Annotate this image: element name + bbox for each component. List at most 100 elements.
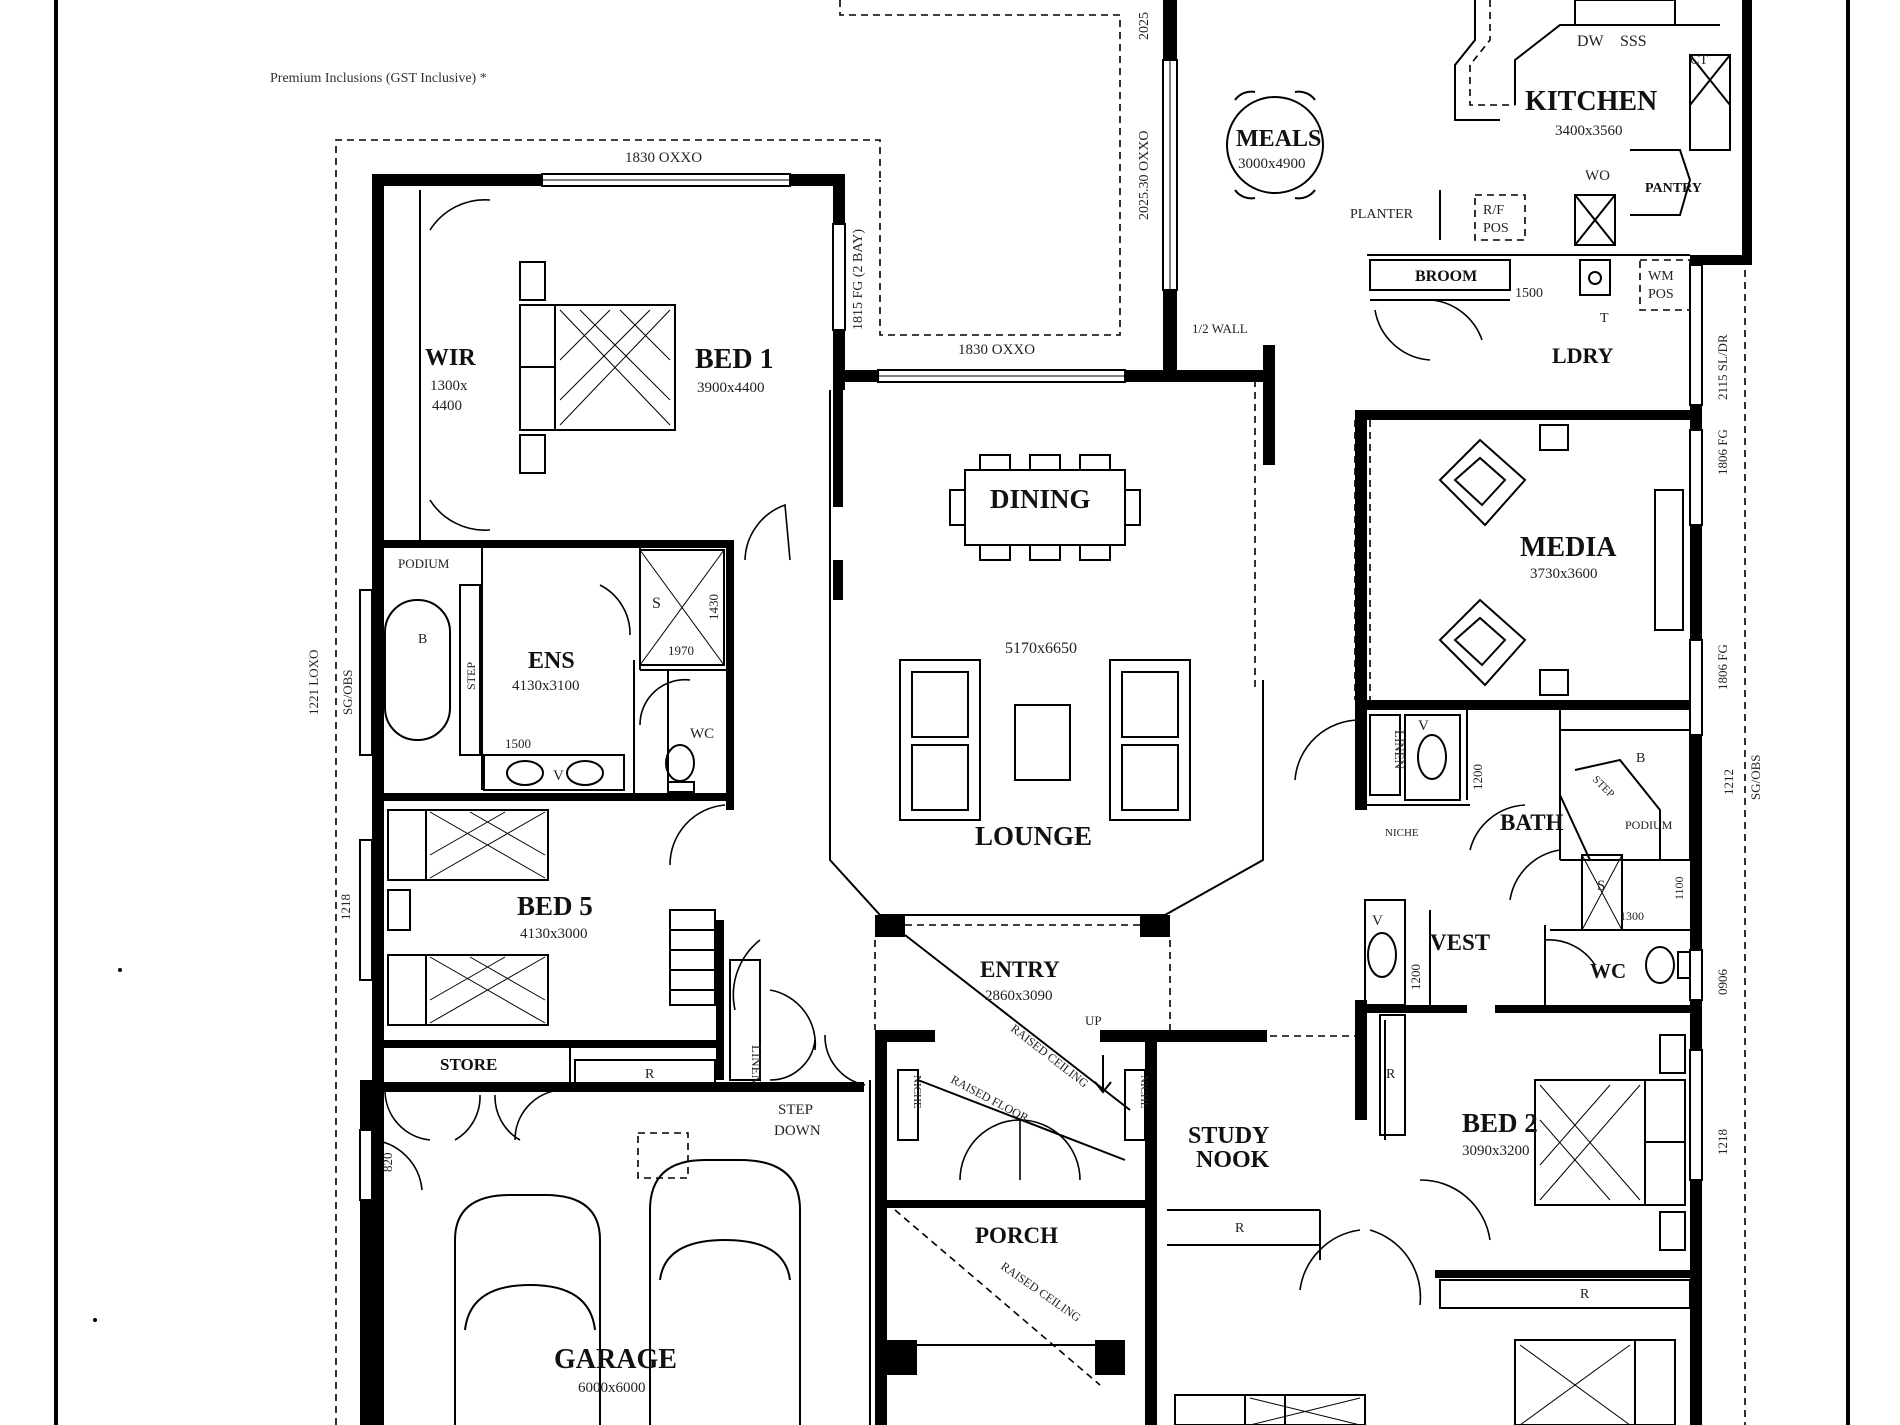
wm-pos-label: POS	[1648, 287, 1674, 302]
left-1221-dim: 1221 LOXO	[306, 650, 321, 715]
linen-bath-label: LINEN	[1392, 730, 1407, 770]
rf-label: R/F	[1483, 203, 1504, 218]
dining-name: DINING	[990, 484, 1091, 514]
step-ens-label: STEP	[464, 662, 478, 690]
wc-ens-label: WC	[690, 726, 714, 742]
dw-label: DW	[1577, 33, 1605, 50]
up-label: UP	[1085, 1013, 1102, 1028]
niche-bath-label: NICHE	[1385, 827, 1419, 839]
raised-ceiling-entry: RAISED CEILING	[1008, 1021, 1091, 1090]
garage-name: GARAGE	[554, 1344, 677, 1375]
rf-pos-label: POS	[1483, 221, 1509, 236]
bath-1300-dim: 1300	[1620, 909, 1644, 923]
bed5-name: BED 5	[517, 891, 593, 921]
bath-1200b-dim: 1200	[1408, 964, 1423, 990]
bath-1100-dim: 1100	[1672, 876, 1686, 900]
r-store-label: R	[645, 1067, 655, 1082]
setback-outline	[335, 0, 1746, 1425]
pantry-name: PANTRY	[1645, 181, 1702, 196]
entry-name: ENTRY	[980, 957, 1060, 982]
page-border	[54, 0, 1850, 1425]
left-1218-dim: 1218	[338, 894, 353, 920]
study-name-2: NOOK	[1196, 1147, 1270, 1173]
ens-size: 4130x3100	[512, 678, 580, 694]
bed2-size: 3090x3200	[1462, 1143, 1530, 1159]
niche-left-label: NICHE	[911, 1075, 923, 1109]
right-1806a-dim: 1806 FG	[1715, 429, 1730, 475]
r-bed2b-label: R	[1580, 1287, 1590, 1302]
r-study-label: R	[1235, 1221, 1245, 1236]
b-bath-label: B	[1636, 751, 1645, 766]
v-vest-label: V	[1372, 913, 1383, 929]
media-size: 3730x3600	[1530, 566, 1598, 582]
v-ens-label: V	[553, 768, 564, 784]
bed5-furniture	[387, 809, 716, 1026]
raised-floor-label: RAISED FLOOR	[949, 1072, 1031, 1125]
lounge-sofas	[899, 659, 1191, 821]
bath-name: BATH	[1500, 810, 1564, 835]
linen-hall-label: LINEN	[749, 1045, 764, 1085]
bed1-furniture	[519, 261, 676, 474]
right-1212-dim: 1212	[1721, 769, 1736, 795]
entry-size: 2860x3090	[985, 988, 1053, 1004]
court-dim-1: 2025	[1137, 12, 1152, 40]
media-furniture	[1438, 424, 1684, 696]
t-label: T	[1600, 311, 1609, 326]
lounge-size: 5170x6650	[1005, 640, 1077, 657]
right-sgobs-dim: SG/OBS	[1748, 754, 1763, 800]
planter-label: PLANTER	[1350, 207, 1414, 222]
ct-label: CT	[1690, 53, 1708, 68]
lounge-window-dim: 1830 OXXO	[958, 342, 1035, 358]
ens-1500-dim: 1500	[505, 736, 531, 751]
meals-size: 3000x4900	[1238, 156, 1306, 172]
study-name-1: STUDY	[1188, 1123, 1269, 1149]
dining-table	[949, 454, 1141, 561]
header-note: Premium Inclusions (GST Inclusive) *	[270, 71, 487, 86]
entry-area	[874, 914, 1171, 1386]
podium-bath-label: PODIUM	[1625, 818, 1673, 832]
v-bath-label: V	[1418, 718, 1429, 734]
ldry-1500-dim: 1500	[1515, 286, 1543, 301]
r-bed2a-label: R	[1386, 1067, 1396, 1082]
broom-name: BROOM	[1415, 268, 1477, 285]
porch-name: PORCH	[975, 1223, 1058, 1248]
sss-label: SSS	[1620, 33, 1647, 50]
windows	[359, 59, 1703, 1201]
wo-label: WO	[1585, 168, 1610, 184]
left-sgobs-dim: SG/OBS	[340, 669, 355, 715]
right-0906-dim: 0906	[1715, 969, 1730, 996]
wir-size-2: 4400	[432, 398, 462, 414]
media-name: MEDIA	[1520, 532, 1617, 563]
meals-table	[1226, 90, 1324, 200]
bed1-side-window-dim: 1815 FG (2 BAY)	[851, 229, 866, 330]
half-wall-label: 1/2 WALL	[1192, 321, 1248, 336]
bath-1200a-dim: 1200	[1470, 764, 1485, 790]
garage-cars	[454, 1132, 801, 1425]
step-down-2: DOWN	[774, 1123, 821, 1139]
bed5-size: 4130x3000	[520, 926, 588, 942]
wm-label: WM	[1648, 269, 1674, 284]
vest-name: VEST	[1430, 930, 1490, 955]
wir-name: WIR	[425, 345, 476, 371]
bed2-furniture	[1244, 1014, 1691, 1425]
ens-name: ENS	[528, 648, 575, 674]
kitchen-fixtures	[1454, 0, 1731, 311]
ens-1970-dim: 1970	[668, 643, 694, 658]
bed1-top-window-dim: 1830 OXXO	[625, 150, 702, 166]
meals-name: MEALS	[1236, 126, 1321, 152]
kitchen-size: 3400x3560	[1555, 123, 1623, 139]
wir-size-1: 1300x	[430, 378, 468, 394]
right-1806b-dim: 1806 FG	[1715, 644, 1730, 690]
ldry-name: LDRY	[1552, 343, 1614, 368]
bath-fixtures	[1294, 714, 1691, 1006]
bed1-name: BED 1	[695, 344, 774, 375]
store-name: STORE	[440, 1055, 497, 1074]
bed2-name: BED 2	[1462, 1108, 1538, 1138]
niche-right-label: NICHE	[1138, 1075, 1150, 1109]
b-ens-label: B	[418, 632, 427, 647]
right-2115-dim: 2115 SL/DR	[1715, 334, 1730, 400]
court-dim-2: 2025.30 OXXO	[1137, 131, 1152, 220]
podium-ens-label: PODIUM	[398, 556, 450, 571]
ens-1430-dim: 1430	[706, 594, 721, 620]
